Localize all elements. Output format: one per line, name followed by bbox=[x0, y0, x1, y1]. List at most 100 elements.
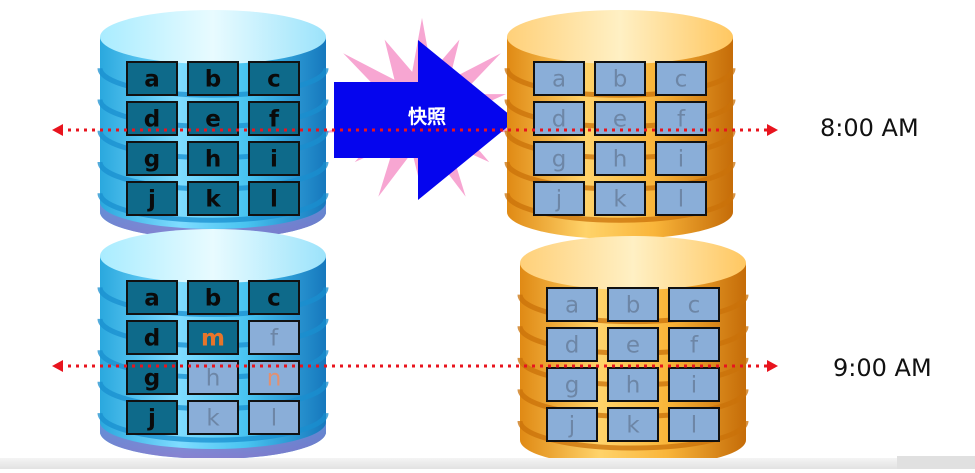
data-block-label: a bbox=[552, 67, 566, 93]
data-block-box bbox=[248, 61, 300, 96]
data-block-box bbox=[126, 400, 178, 435]
data-block-box bbox=[655, 181, 707, 216]
data-block-label: e bbox=[613, 107, 627, 133]
arrowhead-right bbox=[767, 124, 778, 136]
data-block-box bbox=[546, 367, 598, 402]
data-block-a: a bbox=[546, 287, 598, 322]
data-block-box bbox=[187, 320, 239, 355]
data-block-label: g bbox=[144, 147, 160, 173]
data-block-label: j bbox=[568, 413, 575, 439]
data-block-j: j bbox=[126, 181, 178, 216]
data-block-g: g bbox=[533, 141, 585, 176]
data-block-box bbox=[655, 61, 707, 96]
data-block-c: c bbox=[248, 280, 300, 315]
data-block-label: m bbox=[201, 326, 225, 352]
data-block-c: c bbox=[248, 61, 300, 96]
data-block-a: a bbox=[533, 61, 585, 96]
data-block-box bbox=[187, 280, 239, 315]
dotted-lines-layer bbox=[52, 124, 778, 372]
data-block-label: b bbox=[613, 67, 628, 93]
timeline-8am bbox=[52, 124, 778, 136]
snapshot-arrow-label: 快照 bbox=[408, 105, 446, 128]
data-block-box bbox=[607, 287, 659, 322]
data-block-box bbox=[594, 61, 646, 96]
data-block-label: h bbox=[205, 147, 221, 173]
bottom-scroll-strip bbox=[0, 458, 975, 469]
data-block-l: l bbox=[248, 181, 300, 216]
snapshot-arrow bbox=[334, 40, 516, 200]
data-block-g: g bbox=[126, 141, 178, 176]
data-block-label: l bbox=[271, 406, 277, 432]
data-block-b: b bbox=[187, 61, 239, 96]
data-block-box bbox=[668, 327, 720, 362]
data-block-k: k bbox=[187, 400, 239, 435]
data-block-i: i bbox=[668, 367, 720, 402]
data-block-label: i bbox=[270, 147, 278, 173]
data-block-label: n bbox=[267, 366, 282, 392]
cylinder-ring bbox=[97, 412, 329, 443]
cylinder-top bbox=[507, 10, 733, 64]
data-block-f: f bbox=[668, 327, 720, 362]
data-block-label: i bbox=[691, 373, 697, 399]
data-block-label: h bbox=[206, 366, 221, 392]
timeline-9am bbox=[52, 360, 778, 372]
data-block-i: i bbox=[655, 141, 707, 176]
data-block-label: c bbox=[675, 67, 688, 93]
data-block-box bbox=[248, 181, 300, 216]
data-block-label: a bbox=[144, 67, 160, 93]
data-block-label: g bbox=[565, 373, 580, 399]
data-block-box bbox=[533, 141, 585, 176]
cylinder-top bbox=[100, 10, 326, 64]
data-block-d: d bbox=[126, 320, 178, 355]
data-block-box bbox=[668, 407, 720, 442]
data-block-h: h bbox=[594, 141, 646, 176]
data-block-box bbox=[126, 141, 178, 176]
data-block-label: f bbox=[269, 107, 280, 133]
data-block-box bbox=[594, 181, 646, 216]
data-block-box bbox=[248, 141, 300, 176]
bottom-scroll-corner bbox=[897, 456, 975, 469]
cylinder-base-shade bbox=[100, 422, 326, 459]
data-block-j: j bbox=[546, 407, 598, 442]
data-block-label: a bbox=[565, 293, 579, 319]
data-block-box bbox=[126, 320, 178, 355]
data-block-label: h bbox=[613, 147, 628, 173]
data-block-f: f bbox=[248, 320, 300, 355]
data-block-box bbox=[187, 61, 239, 96]
data-block-label: f bbox=[690, 333, 699, 359]
data-block-k: k bbox=[607, 407, 659, 442]
data-block-j: j bbox=[126, 400, 178, 435]
data-block-box bbox=[248, 280, 300, 315]
data-block-label: a bbox=[144, 286, 160, 312]
data-block-label: b bbox=[205, 286, 221, 312]
data-block-label: e bbox=[626, 333, 640, 359]
data-block-box bbox=[126, 101, 178, 136]
data-block-d: d bbox=[546, 327, 598, 362]
data-block-box bbox=[655, 101, 707, 136]
data-block-label: b bbox=[205, 67, 221, 93]
data-block-label: k bbox=[626, 413, 640, 439]
data-block-b: b bbox=[607, 287, 659, 322]
data-block-f: f bbox=[655, 101, 707, 136]
data-block-box bbox=[546, 327, 598, 362]
data-block-box bbox=[126, 61, 178, 96]
data-block-label: d bbox=[144, 107, 160, 133]
data-block-label: h bbox=[626, 373, 641, 399]
data-block-label: c bbox=[688, 293, 701, 319]
data-block-g: g bbox=[126, 360, 178, 395]
data-block-a: a bbox=[126, 61, 178, 96]
data-block-l: l bbox=[248, 400, 300, 435]
data-block-m: m bbox=[187, 320, 239, 355]
data-block-label: c bbox=[267, 286, 281, 312]
cylinder-base-shade bbox=[100, 202, 326, 239]
data-block-box bbox=[607, 367, 659, 402]
data-block-label: f bbox=[677, 107, 686, 133]
data-block-g: g bbox=[546, 367, 598, 402]
time-label-8am: 8:00 AM bbox=[820, 114, 919, 142]
data-block-label: d bbox=[144, 326, 160, 352]
data-block-box bbox=[655, 141, 707, 176]
data-block-c: c bbox=[668, 287, 720, 322]
